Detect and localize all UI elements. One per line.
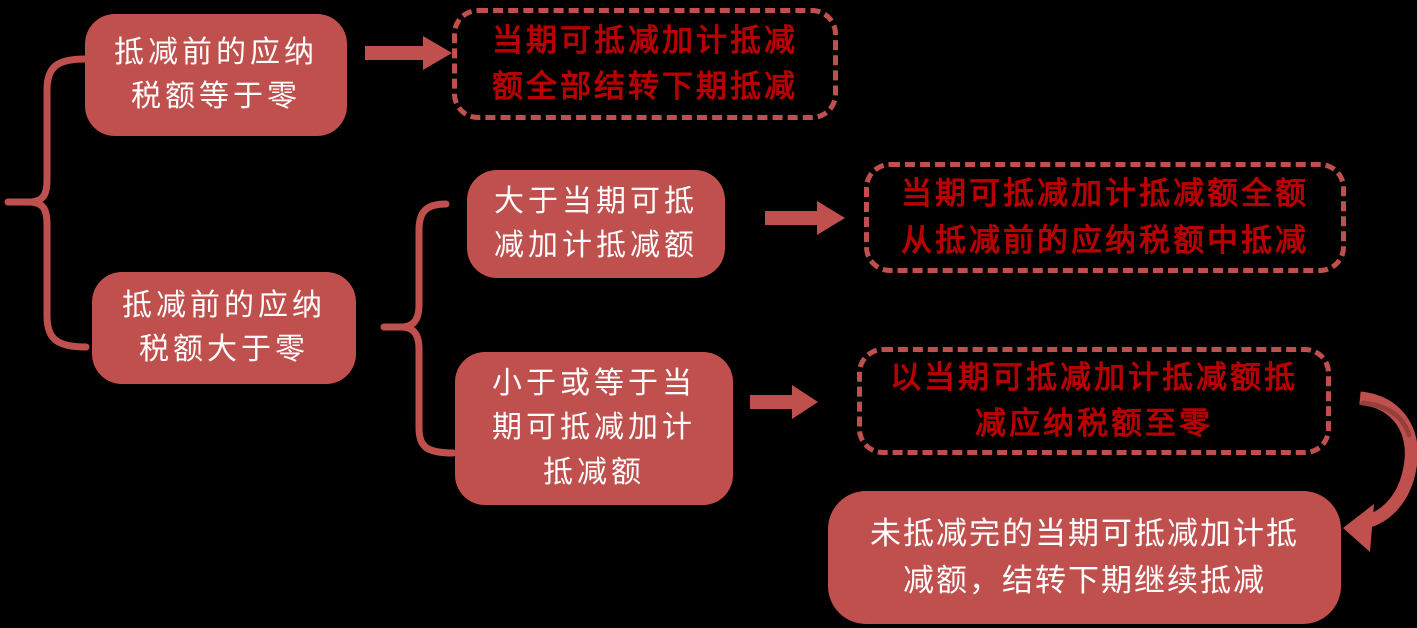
arrow-right-icon-3 [750,385,818,419]
condition-node-tax-before-deduction-zero: 抵减前的应纳 税额等于零 [85,14,347,136]
outcome-node-deduct-full-amount: 当期可抵减加计抵减额全额 从抵减前的应纳税额中抵减 [864,162,1346,273]
condition-node-greater-than-current-deductible: 大于当期可抵 减加计抵减额 [467,170,725,278]
middle-brace-icon [380,200,457,457]
arrow-right-icon-2 [765,201,845,235]
condition-node-tax-before-deduction-positive: 抵减前的应纳 税额大于零 [92,272,356,384]
outcome-node-carry-forward-all: 当期可抵减加计抵减 额全部结转下期抵减 [452,8,838,120]
result-node-carry-forward-remainder: 未抵减完的当期可抵减加计抵 减额，结转下期继续抵减 [828,491,1341,624]
outcome-node-deduct-to-zero: 以当期可抵减加计抵减额抵 减应纳税额至零 [857,347,1331,455]
left-brace-icon [4,55,90,351]
curved-arrow-icon [1359,391,1417,529]
curved-arrowhead-icon [1343,504,1374,552]
condition-node-less-equal-current-deductible: 小于或等于当 期可抵减加计 抵减额 [455,352,733,505]
curved-arrow-shade [1360,400,1412,438]
arrow-right-icon-1 [365,36,452,70]
